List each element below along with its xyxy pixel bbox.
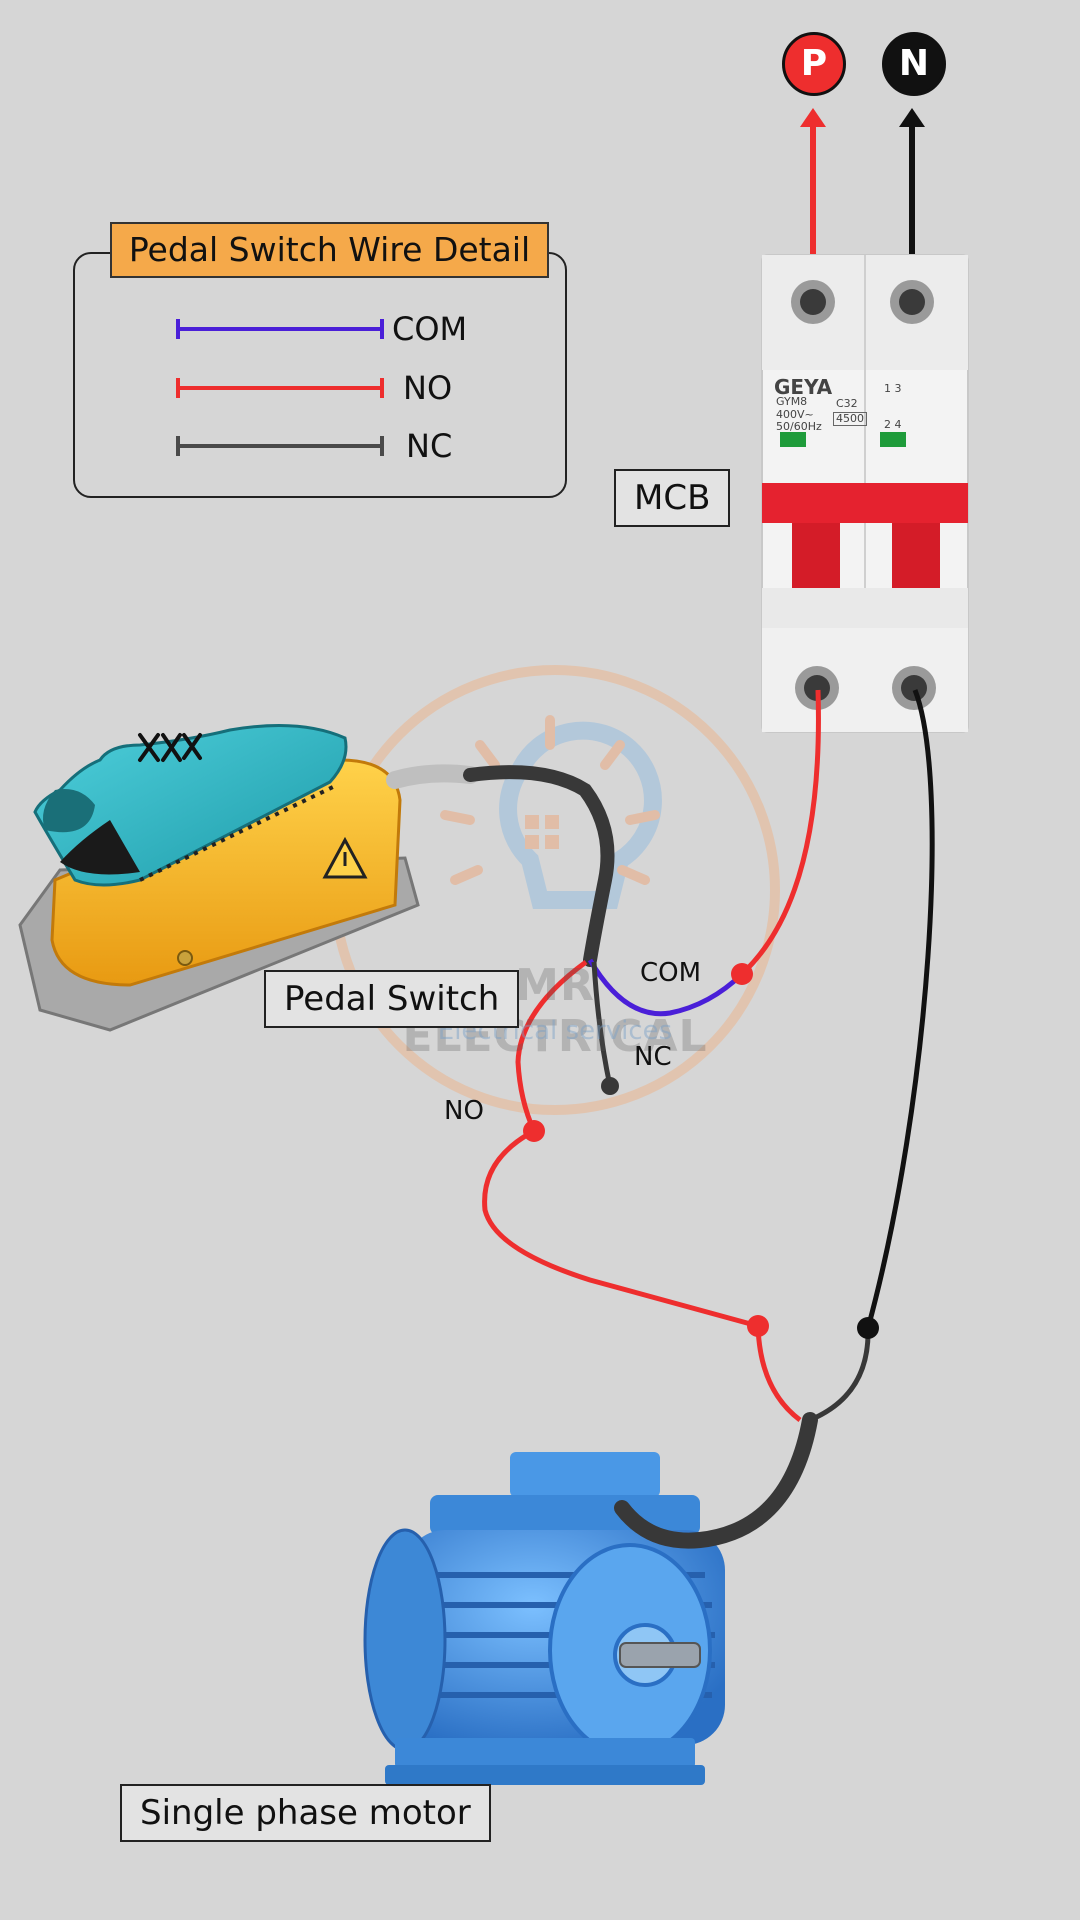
wire-label-com: COM [640, 958, 702, 988]
legend-panel [73, 252, 567, 498]
motor-cable [614, 1412, 818, 1549]
pedal-cable [463, 765, 615, 967]
mcb-phase-out-wire [740, 689, 821, 976]
legend-lines [176, 319, 384, 456]
motor-label: Single phase motor [120, 1784, 491, 1842]
legend-label-nc: NC [406, 427, 453, 465]
motor-neutral-junction-dot [857, 1317, 879, 1339]
motor-phase-lead [755, 1325, 802, 1422]
pedal-switch-label: Pedal Switch [264, 970, 520, 1028]
legend-line-com [176, 319, 384, 339]
mcb-rating: C32 [836, 397, 858, 410]
mcb-neutral-out-wire [865, 689, 935, 1329]
mcb-brand: GEYA [774, 375, 833, 399]
legend-label-no: NO [403, 369, 453, 407]
legend-label-com: COM [392, 310, 468, 348]
mcb-breaking-capacity: 4500 [833, 412, 867, 427]
switch-nc-wire [591, 961, 613, 1087]
com-junction-dot [731, 963, 753, 985]
wire-label-nc: NC [634, 1042, 672, 1072]
legend-title: Pedal Switch Wire Detail [110, 222, 549, 278]
single-phase-motor-image [363, 1452, 725, 1785]
nc-end-dot [601, 1077, 619, 1095]
phase-terminal-badge: P [782, 32, 846, 96]
mcb-breaker [761, 254, 969, 733]
wire-label-no: NO [444, 1096, 484, 1126]
no-junction-dot [523, 1120, 545, 1142]
no-to-motor-wire [482, 1128, 759, 1329]
pedal-switch-device [18, 758, 479, 1032]
motor-neutral-lead [809, 1327, 871, 1423]
neutral-terminal-badge: N [882, 32, 946, 96]
switch-com-wire [587, 958, 744, 1017]
motor-phase-junction-dot [747, 1315, 769, 1337]
mcb-frequency: 50/60Hz [776, 420, 822, 433]
mcb-model: GYM8 [776, 395, 808, 408]
legend-line-nc [176, 436, 384, 456]
mcb-terminals-bottom: 2 4 [884, 418, 902, 431]
shoe-image [33, 724, 348, 887]
switch-no-wire [515, 959, 588, 1133]
legend-line-no [176, 378, 384, 398]
mcb-label: MCB [614, 469, 731, 527]
mcb-voltage: 400V~ [776, 408, 814, 421]
mcb-terminals-top: 1 3 [884, 382, 902, 395]
